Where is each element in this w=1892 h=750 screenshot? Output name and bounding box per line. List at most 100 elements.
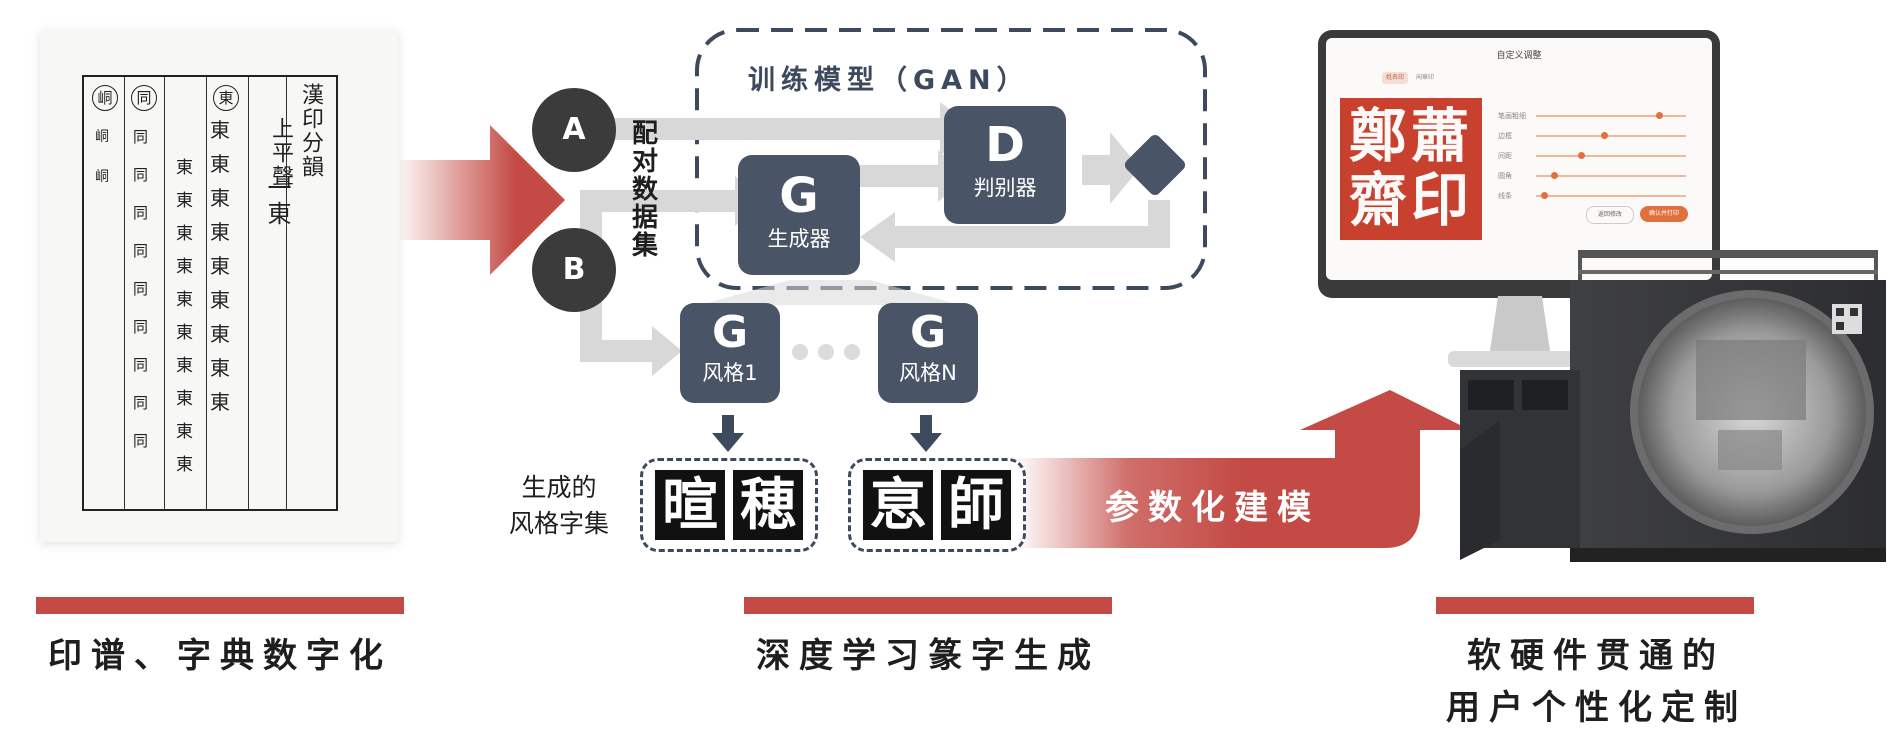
- seal-glyph: 同: [133, 318, 149, 336]
- style-n-label: 风格N: [899, 361, 957, 385]
- style-1-generator: G 风格1: [680, 303, 780, 403]
- generator-node: G 生成器: [738, 155, 860, 275]
- tab-name-seal[interactable]: 姓名印: [1382, 72, 1408, 84]
- seal-glyph: 東: [176, 323, 193, 343]
- style-1-charset: 暄 穂: [640, 458, 818, 552]
- gan-title: 训练模型（GAN）: [748, 65, 1030, 96]
- seal-dictionary-scan: 東 同 峒 漢印分韻 上平聲 一東 東東東東東東東東東 東東東東東東東東東東 同…: [40, 30, 398, 542]
- style-1-label: 风格1: [702, 361, 758, 385]
- seal-glyph: 東: [210, 118, 230, 142]
- seal-glyph: 東: [210, 186, 230, 210]
- seal-glyph: 峒: [95, 169, 109, 185]
- column-rule: [248, 77, 249, 509]
- book-subtitle: 上平聲: [268, 117, 293, 189]
- seal-glyph: 峒: [95, 129, 109, 145]
- circled-char-tong: 同: [131, 85, 157, 111]
- seal-glyph: 東: [176, 257, 193, 277]
- section-title-digitization: 印谱、字典数字化: [48, 636, 392, 676]
- slider-knob[interactable]: [1578, 152, 1585, 159]
- slider-knob[interactable]: [1656, 112, 1663, 119]
- seal-glyph: 同: [133, 128, 149, 146]
- seal-char: 恴: [863, 470, 933, 540]
- seal-engraving-machine: [1460, 250, 1886, 562]
- generated-charset-label: 生成的 风格字集: [494, 470, 624, 542]
- seal-char: 穂: [733, 470, 803, 540]
- generator-label: 生成器: [767, 227, 831, 251]
- column-rule: [286, 77, 287, 509]
- seal-glyph: 同: [133, 280, 149, 298]
- input-arrow: [400, 125, 565, 275]
- slider-track[interactable]: [1536, 175, 1686, 177]
- style-n-generator: G 风格N: [878, 303, 978, 403]
- style-n-letter: G: [909, 307, 947, 358]
- seal-glyph: 東: [210, 356, 230, 380]
- column-rule: [164, 77, 165, 509]
- circled-char-dong3: 峒: [92, 85, 118, 111]
- seal-char: 師: [941, 470, 1011, 540]
- seal-preview-text: 鄭蕭齋印: [1348, 102, 1473, 234]
- section-bar-left: [36, 597, 404, 614]
- monitor-screen: 自定义调整 姓名印 闲章印 鄭蕭齋印 笔画粗细边框间距圆角线条 返回修改 确认并…: [1326, 38, 1712, 280]
- dataset-node-a: A: [532, 88, 616, 172]
- style-1-letter: G: [711, 307, 749, 358]
- slider-label: 笔画粗细: [1498, 112, 1526, 120]
- seal-glyph: 東: [210, 390, 230, 414]
- tab-leisure-seal[interactable]: 闲章印: [1415, 74, 1434, 81]
- slider-track[interactable]: [1536, 135, 1686, 137]
- seal-glyph: 東: [210, 288, 230, 312]
- column-rule: [124, 77, 125, 509]
- seal-glyph: 東: [176, 422, 193, 442]
- book-frame: 東 同 峒 漢印分韻 上平聲 一東: [82, 75, 338, 511]
- slider-knob[interactable]: [1551, 172, 1558, 179]
- discriminator-node: D 判别器: [944, 106, 1066, 224]
- generator-letter: G: [779, 168, 819, 224]
- ellipsis-dot: [818, 344, 834, 360]
- seal-glyph: 同: [133, 242, 149, 260]
- slider-knob[interactable]: [1600, 132, 1608, 139]
- seal-glyph: 東: [176, 224, 193, 244]
- seal-glyph: 東: [176, 158, 193, 178]
- seal-glyph: 東: [176, 455, 193, 475]
- ellipsis-dot: [792, 344, 808, 360]
- circled-char-dong: 東: [213, 85, 239, 111]
- slider-track[interactable]: [1536, 115, 1686, 117]
- column-rule: [206, 77, 207, 509]
- monitor-stand: [1448, 296, 1592, 367]
- slider-label: 边框: [1498, 132, 1512, 140]
- seal-glyph: 同: [133, 432, 149, 450]
- ellipsis-dot: [844, 344, 860, 360]
- slider-label: 间距: [1498, 152, 1512, 160]
- generated-charset-line-2: 风格字集: [508, 509, 609, 538]
- screen-title: 自定义调整: [1496, 51, 1542, 61]
- seal-glyph: 東: [176, 191, 193, 211]
- seal-glyph: 東: [176, 389, 193, 409]
- paired-dataset-label: 配对数据集: [631, 119, 658, 261]
- seal-glyph: 東: [210, 220, 230, 244]
- book-rhyme: 一東: [263, 175, 291, 227]
- confirm-print-button[interactable]: 确认并打印: [1640, 206, 1688, 222]
- seal-glyph: 東: [176, 290, 193, 310]
- seal-char: 暄: [655, 470, 725, 540]
- seal-glyph: 同: [133, 394, 149, 412]
- slider-track[interactable]: [1536, 195, 1686, 197]
- slider-track[interactable]: [1536, 155, 1686, 157]
- section-bar-right: [1436, 597, 1754, 614]
- seal-glyph: 東: [210, 152, 230, 176]
- book-title: 漢印分韻: [298, 83, 323, 179]
- section-bar-middle: [744, 597, 1112, 614]
- slider-knob[interactable]: [1540, 192, 1548, 199]
- back-button[interactable]: 返回修改: [1586, 206, 1634, 224]
- generated-charset-line-1: 生成的: [521, 473, 597, 502]
- monitor-bezel: 自定义调整 姓名印 闲章印 鄭蕭齋印 笔画粗细边框间距圆角线条 返回修改 确认并…: [1318, 30, 1720, 298]
- seal-glyph: 東: [176, 356, 193, 376]
- section-title-customization-1: 软硬件贯通的: [1467, 636, 1725, 676]
- discriminator-letter: D: [985, 117, 1025, 173]
- section-title-deep-learning: 深度学习篆字生成: [756, 636, 1100, 676]
- seal-preview: 鄭蕭齋印: [1340, 98, 1482, 240]
- seal-glyph: 同: [133, 356, 149, 374]
- seal-glyph: 同: [133, 166, 149, 184]
- slider-label: 线条: [1498, 192, 1512, 200]
- dataset-node-b: B: [532, 228, 616, 312]
- seal-glyph: 東: [210, 254, 230, 278]
